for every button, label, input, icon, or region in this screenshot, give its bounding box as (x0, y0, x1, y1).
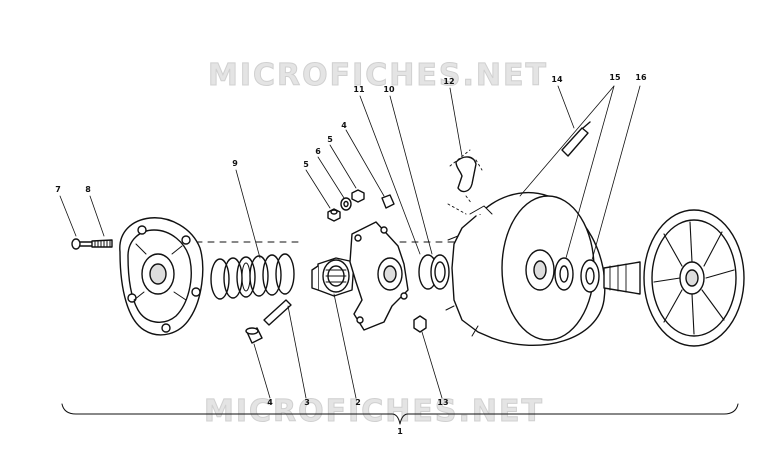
fixed-sheave (603, 209, 745, 347)
watermark-bottom: MICROFICHES.NET (204, 394, 544, 430)
bushing-part-2 (311, 257, 355, 297)
callout-9: 9 (232, 159, 238, 168)
callout-2: 2 (355, 398, 361, 407)
cap-part-4 (245, 327, 263, 344)
callout-3: 3 (304, 398, 310, 407)
callout-10: 10 (383, 85, 395, 94)
pin-part-8 (91, 239, 113, 248)
leader-lines (59, 85, 641, 399)
washer-part-16 (580, 259, 600, 293)
pin-part-3 (263, 299, 292, 326)
movable-sheave (445, 191, 606, 346)
callout-4-bottom: 4 (267, 398, 273, 407)
nut-part-13 (413, 315, 427, 333)
cover-plate (119, 217, 204, 336)
cap-part-4b (381, 194, 395, 209)
watermark-top: MICROFICHES.NET (208, 58, 548, 94)
cam-weight-part-12 (447, 149, 483, 215)
callout-14: 14 (551, 75, 563, 84)
callout-1: 1 (397, 427, 403, 436)
callout-7: 7 (55, 185, 61, 194)
callout-6: 6 (315, 147, 321, 156)
callout-12: 12 (443, 77, 455, 86)
callout-11: 11 (353, 85, 365, 94)
spring-part-9 (210, 253, 295, 300)
callout-15: 15 (609, 73, 621, 82)
callout-5-left: 5 (303, 160, 309, 169)
callout-4-top: 4 (341, 121, 347, 130)
callout-8: 8 (85, 185, 91, 194)
bolt-part-7 (71, 238, 93, 250)
pin-part-14 (561, 121, 591, 157)
callout-16: 16 (635, 73, 647, 82)
assembly-bracket (61, 403, 739, 425)
spider-hub-part-11 (349, 221, 409, 331)
washer-part-15 (554, 257, 574, 291)
callout-5-right: 5 (327, 135, 333, 144)
washer-part-6 (340, 197, 352, 211)
callout-13: 13 (437, 398, 449, 407)
ring-part-10 (418, 254, 450, 290)
nut-part-5b (351, 189, 365, 203)
nut-part-5 (327, 208, 341, 222)
